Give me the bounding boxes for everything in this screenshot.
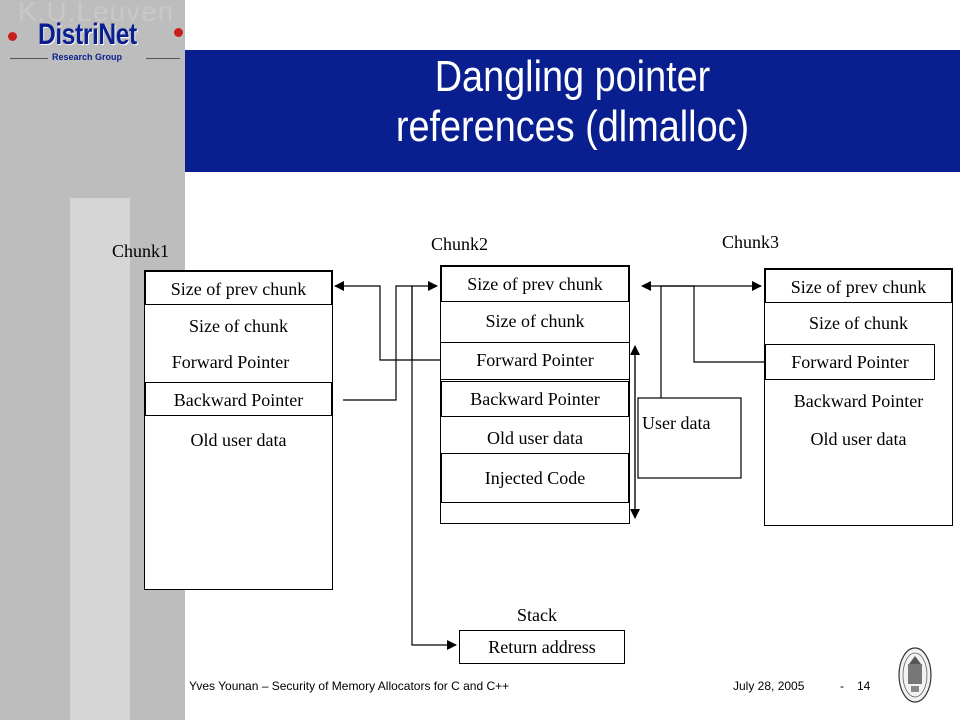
university-seal-icon [898,647,932,703]
chunk3-forward-pointer: Forward Pointer [765,344,935,380]
chunk1-backward-pointer: Backward Pointer [145,382,332,416]
footer-date: July 28, 2005 [733,679,805,693]
logo-rule-left [10,58,48,59]
distrinet-logo: DistriNet Research Group [4,14,184,66]
chunk3-backward-pointer: Backward Pointer [793,391,924,411]
chunk3-box: Size of prev chunk Size of chunk Forward… [764,268,953,526]
title-line-2: references (dlmalloc) [395,102,750,151]
logo-rule-right [146,58,180,59]
chunk3-size: Size of chunk [809,313,908,333]
chunk1-old-user-data: Old user data [190,430,287,450]
stack-return-address: Return address [459,630,625,664]
user-data-label: User data [642,413,711,433]
chunk1-box: Size of prev chunk Size of chunk Forward… [144,270,333,590]
chunk2-injected-code: Injected Code [441,453,629,503]
university-watermark: K.U.Leuven [18,0,175,27]
chunk3-label: Chunk3 [722,232,780,252]
chunk2-backward-pointer: Backward Pointer [441,381,629,417]
sidebar-accent-strip [70,198,130,720]
user-data-box [637,397,742,479]
chunk2-label: Chunk2 [431,234,489,254]
chunk1-label: Chunk1 [112,241,170,261]
chunk1-size: Size of chunk [189,316,288,336]
footer-separator: - [840,679,844,693]
title-banner [185,50,960,172]
title-line-1: Dangling pointer [434,52,711,101]
fd-to-stack-arrow [411,286,457,650]
c1-bk-to-c2-arrow [343,281,438,401]
chunk1-prev-size: Size of prev chunk [145,271,332,305]
chunk2-prev-size: Size of prev chunk [441,266,629,302]
footer-author: Yves Younan – Security of Memory Allocat… [189,679,510,693]
logo-left-dot [8,32,17,41]
c3-fd-to-c2-arrow [641,281,764,363]
c2-fd-to-c1-arrow [334,281,440,361]
chunk2-forward-pointer: Forward Pointer [441,342,629,380]
slide-title: Dangling pointer references (dlmalloc) [239,52,906,152]
chunk3-prev-size: Size of prev chunk [765,269,952,303]
chunk2-box: Size of prev chunk Size of chunk Forward… [440,265,630,524]
logo-subtitle: Research Group [52,52,123,62]
chunk3-old-user-data: Old user data [810,429,907,449]
footer-page-number: 14 [857,679,871,693]
chunk1-forward-pointer: Forward Pointer [171,352,290,372]
c2-to-c3-arrow [660,281,762,398]
logo-right-dot [174,28,183,37]
stack-label: Stack [517,605,557,625]
logo-text: DistriNet [38,18,137,51]
chunk2-old-user-data: Old user data [487,428,583,448]
chunk2-size: Size of chunk [485,311,585,331]
